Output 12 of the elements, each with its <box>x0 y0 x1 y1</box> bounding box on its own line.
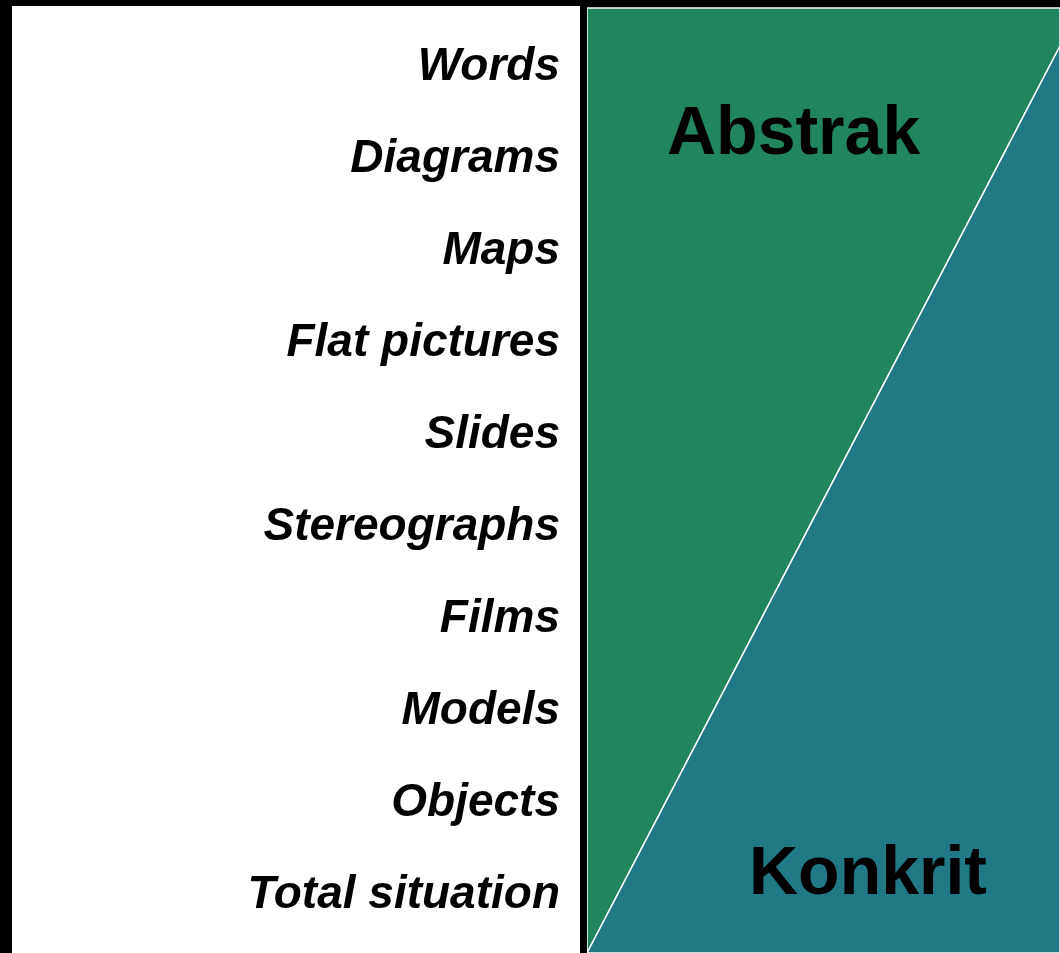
media-label: Words <box>416 38 560 90</box>
media-label: Objects <box>390 774 560 826</box>
media-label: Slides <box>423 406 560 458</box>
media-label: Stereographs <box>262 498 560 550</box>
region-title: Konkrit <box>749 832 987 908</box>
media-label: Films <box>438 590 560 642</box>
region-title: Abstrak <box>667 92 921 168</box>
media-label: Total situation <box>246 866 560 918</box>
media-label: Models <box>400 682 560 734</box>
media-label: Diagrams <box>349 130 560 182</box>
media-label: Maps <box>441 222 560 274</box>
media-label: Flat pictures <box>285 314 560 366</box>
